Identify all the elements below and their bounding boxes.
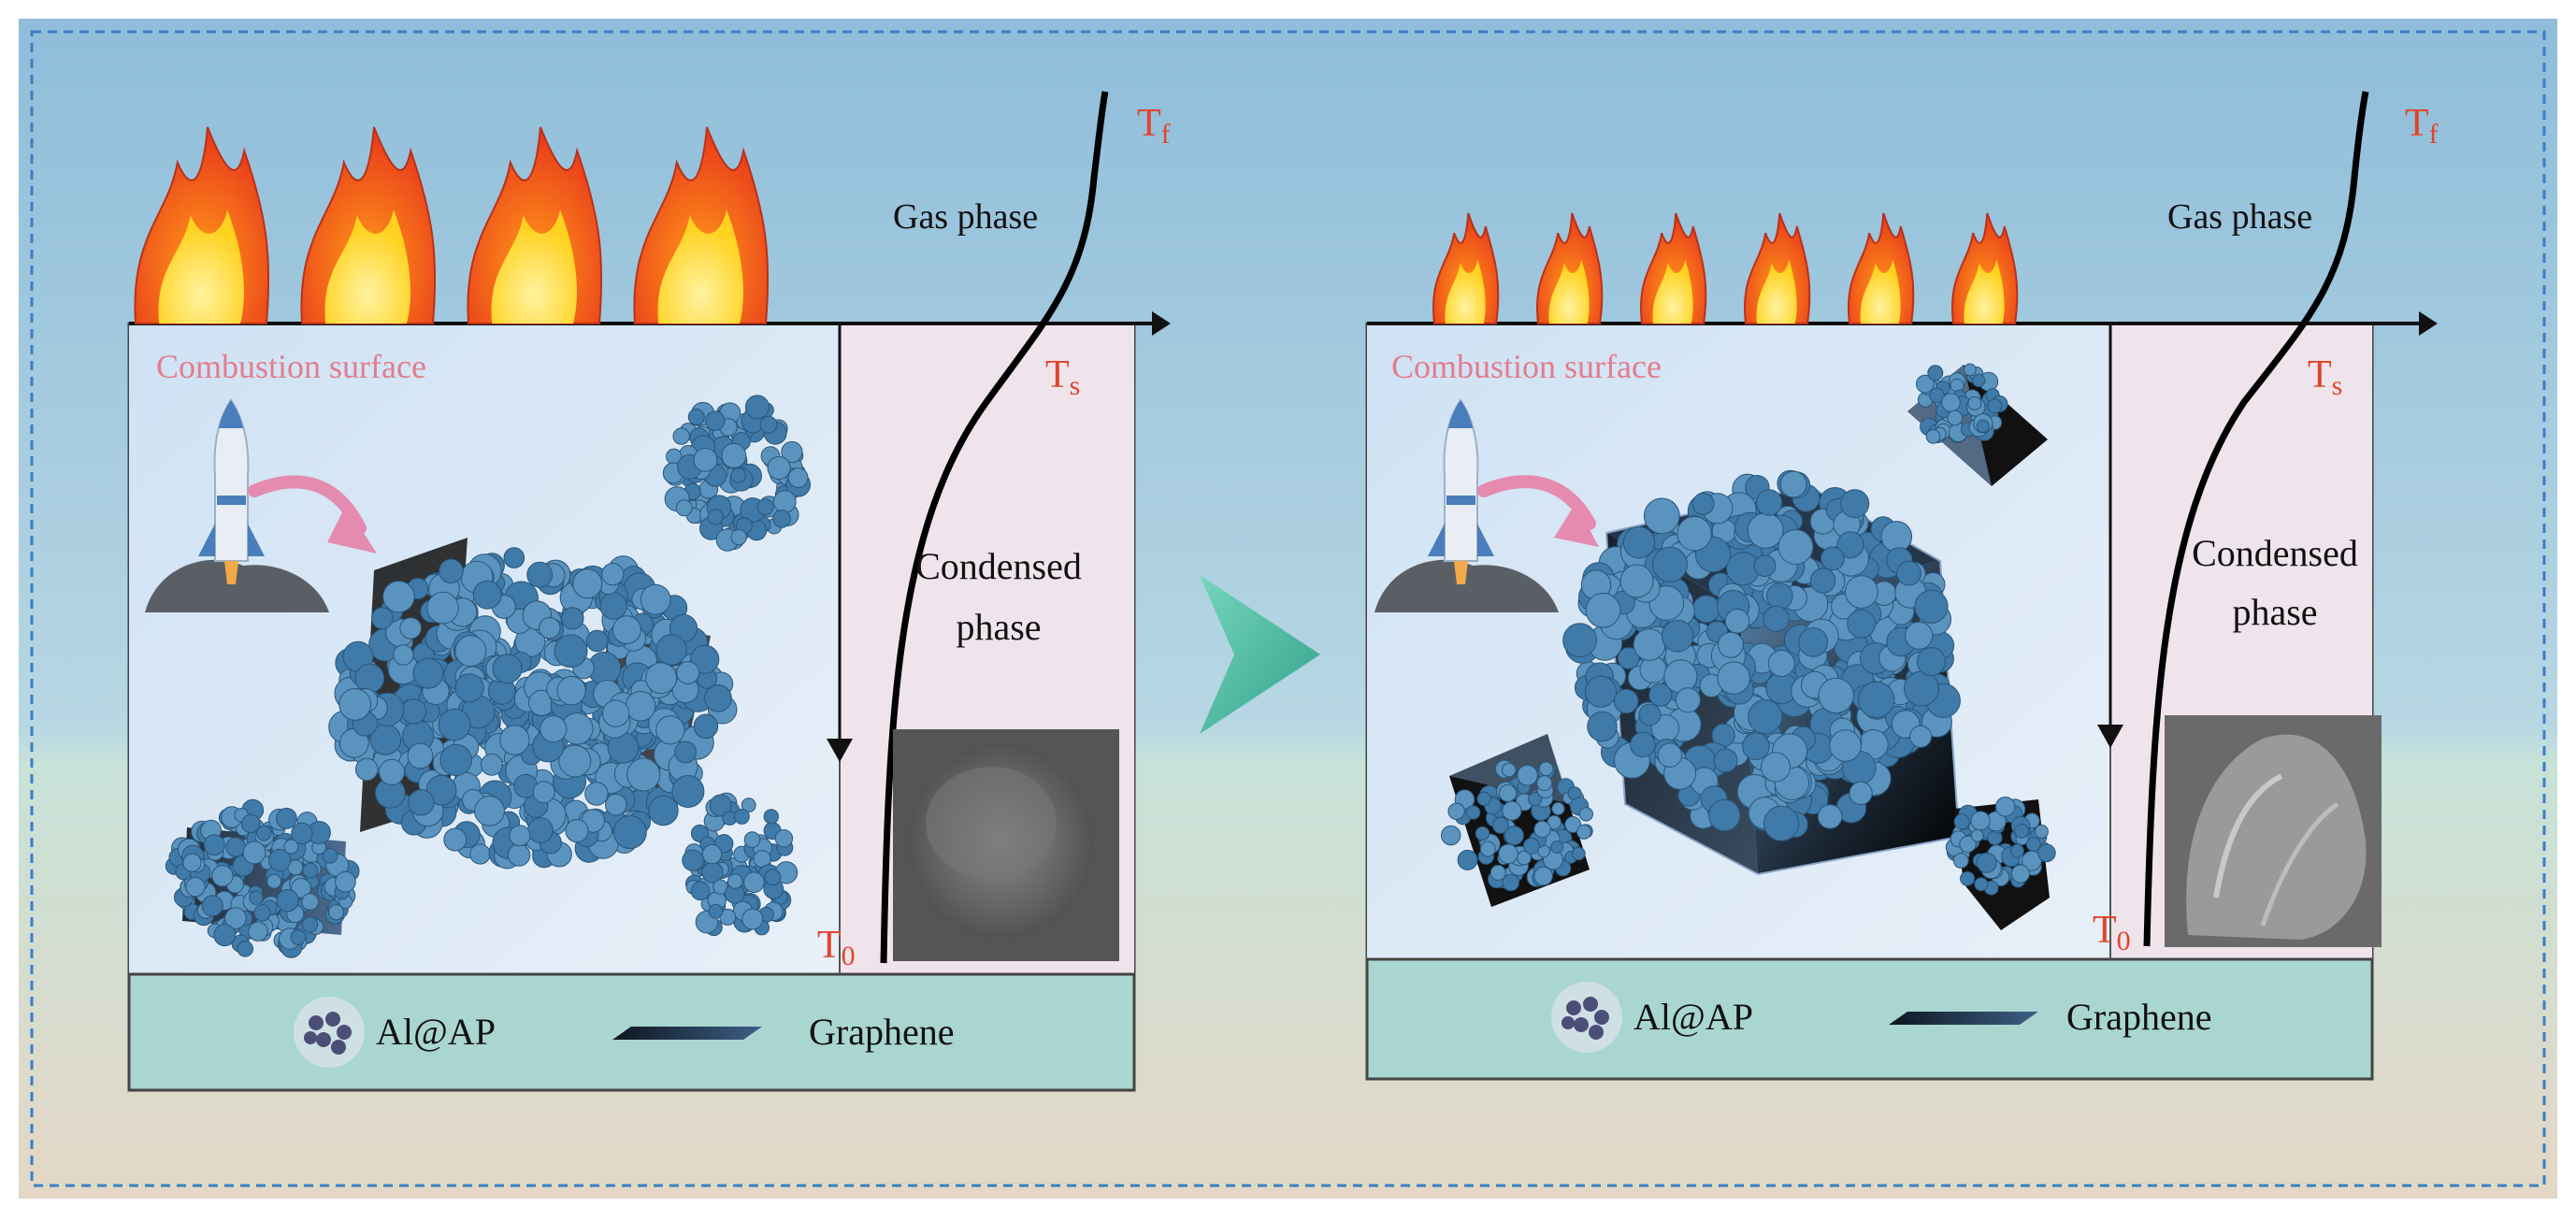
graphene-sheet-icon bbox=[612, 1027, 762, 1040]
flame-row bbox=[1432, 212, 2019, 324]
legend-al-ap-label: Al@AP bbox=[1633, 996, 1753, 1038]
temp-initial-label: T0 bbox=[2093, 909, 2131, 956]
flame-icon bbox=[1640, 212, 1707, 324]
dashed-border bbox=[30, 30, 2546, 1187]
particle-clusters bbox=[165, 395, 812, 958]
temp-flame-label: Tf bbox=[2405, 102, 2439, 150]
combustion-surface-label: Combustion surface bbox=[156, 348, 426, 385]
flame-icon bbox=[300, 126, 437, 324]
flame-icon bbox=[467, 126, 603, 324]
rocket-icon bbox=[145, 398, 377, 612]
temp-surface-label: Ts bbox=[2308, 353, 2342, 401]
depth-arrowhead-icon bbox=[827, 739, 853, 762]
al-ap-cluster bbox=[1916, 363, 2008, 444]
flame-icon bbox=[1432, 212, 1500, 324]
al-ap-particle-icon bbox=[1551, 982, 1622, 1053]
flame-icon bbox=[1951, 212, 2019, 324]
flame-icon bbox=[1848, 212, 1915, 324]
temp-flame-label: Tf bbox=[1137, 102, 1171, 150]
legend: Al@AP Graphene bbox=[294, 997, 954, 1068]
condensed-phase-label-line2: phase bbox=[2232, 591, 2317, 633]
legend-graphene-label: Graphene bbox=[2066, 996, 2211, 1038]
temp-initial-label: T0 bbox=[817, 924, 856, 971]
sem-image bbox=[2165, 715, 2382, 947]
panel-before: Combustion surface Gas phase Condensed p… bbox=[127, 91, 1171, 1092]
flame-icon bbox=[633, 126, 770, 324]
flame-row bbox=[134, 126, 770, 324]
transition-arrow-icon bbox=[1200, 575, 1320, 734]
particle-clusters bbox=[1441, 363, 2056, 896]
flame-icon bbox=[1536, 212, 1604, 324]
graphene-sheet-icon bbox=[1889, 1012, 2038, 1025]
al-ap-cluster bbox=[328, 547, 738, 870]
al-ap-cluster bbox=[165, 798, 360, 958]
al-ap-cluster bbox=[1441, 759, 1594, 892]
gas-phase-label: Gas phase bbox=[893, 197, 1038, 237]
condensed-phase-label-line1: Condensed bbox=[915, 545, 1082, 587]
condensed-phase-label-line2: phase bbox=[956, 606, 1041, 648]
al-ap-cluster bbox=[662, 395, 812, 552]
al-ap-cluster bbox=[1945, 797, 2056, 896]
legend-al-ap-label: Al@AP bbox=[376, 1011, 496, 1053]
al-ap-particle-icon bbox=[294, 997, 365, 1068]
temp-surface-label: Ts bbox=[1045, 353, 1080, 401]
al-ap-cluster bbox=[1562, 469, 1961, 841]
combustion-surface-label: Combustion surface bbox=[1391, 348, 1662, 385]
sem-image bbox=[893, 729, 1119, 961]
temperature-profile-curve bbox=[880, 91, 1109, 964]
temperature-profile-curve bbox=[2143, 91, 2369, 947]
depth-arrowhead-icon bbox=[2097, 725, 2123, 748]
axis-arrowhead-icon bbox=[1152, 311, 1171, 336]
gas-phase-label: Gas phase bbox=[2167, 197, 2312, 237]
legend-graphene-label: Graphene bbox=[809, 1011, 954, 1053]
axis-arrowhead-icon bbox=[2419, 311, 2438, 336]
legend: Al@AP Graphene bbox=[1551, 982, 2211, 1053]
panel-after: Combustion surface Gas phase Condensed p… bbox=[1365, 91, 2439, 1081]
flame-icon bbox=[1744, 212, 1811, 324]
al-ap-cluster bbox=[682, 792, 799, 937]
condensed-phase-label-line1: Condensed bbox=[2192, 532, 2358, 574]
flame-icon bbox=[134, 126, 270, 324]
rocket-icon bbox=[1374, 398, 1599, 612]
